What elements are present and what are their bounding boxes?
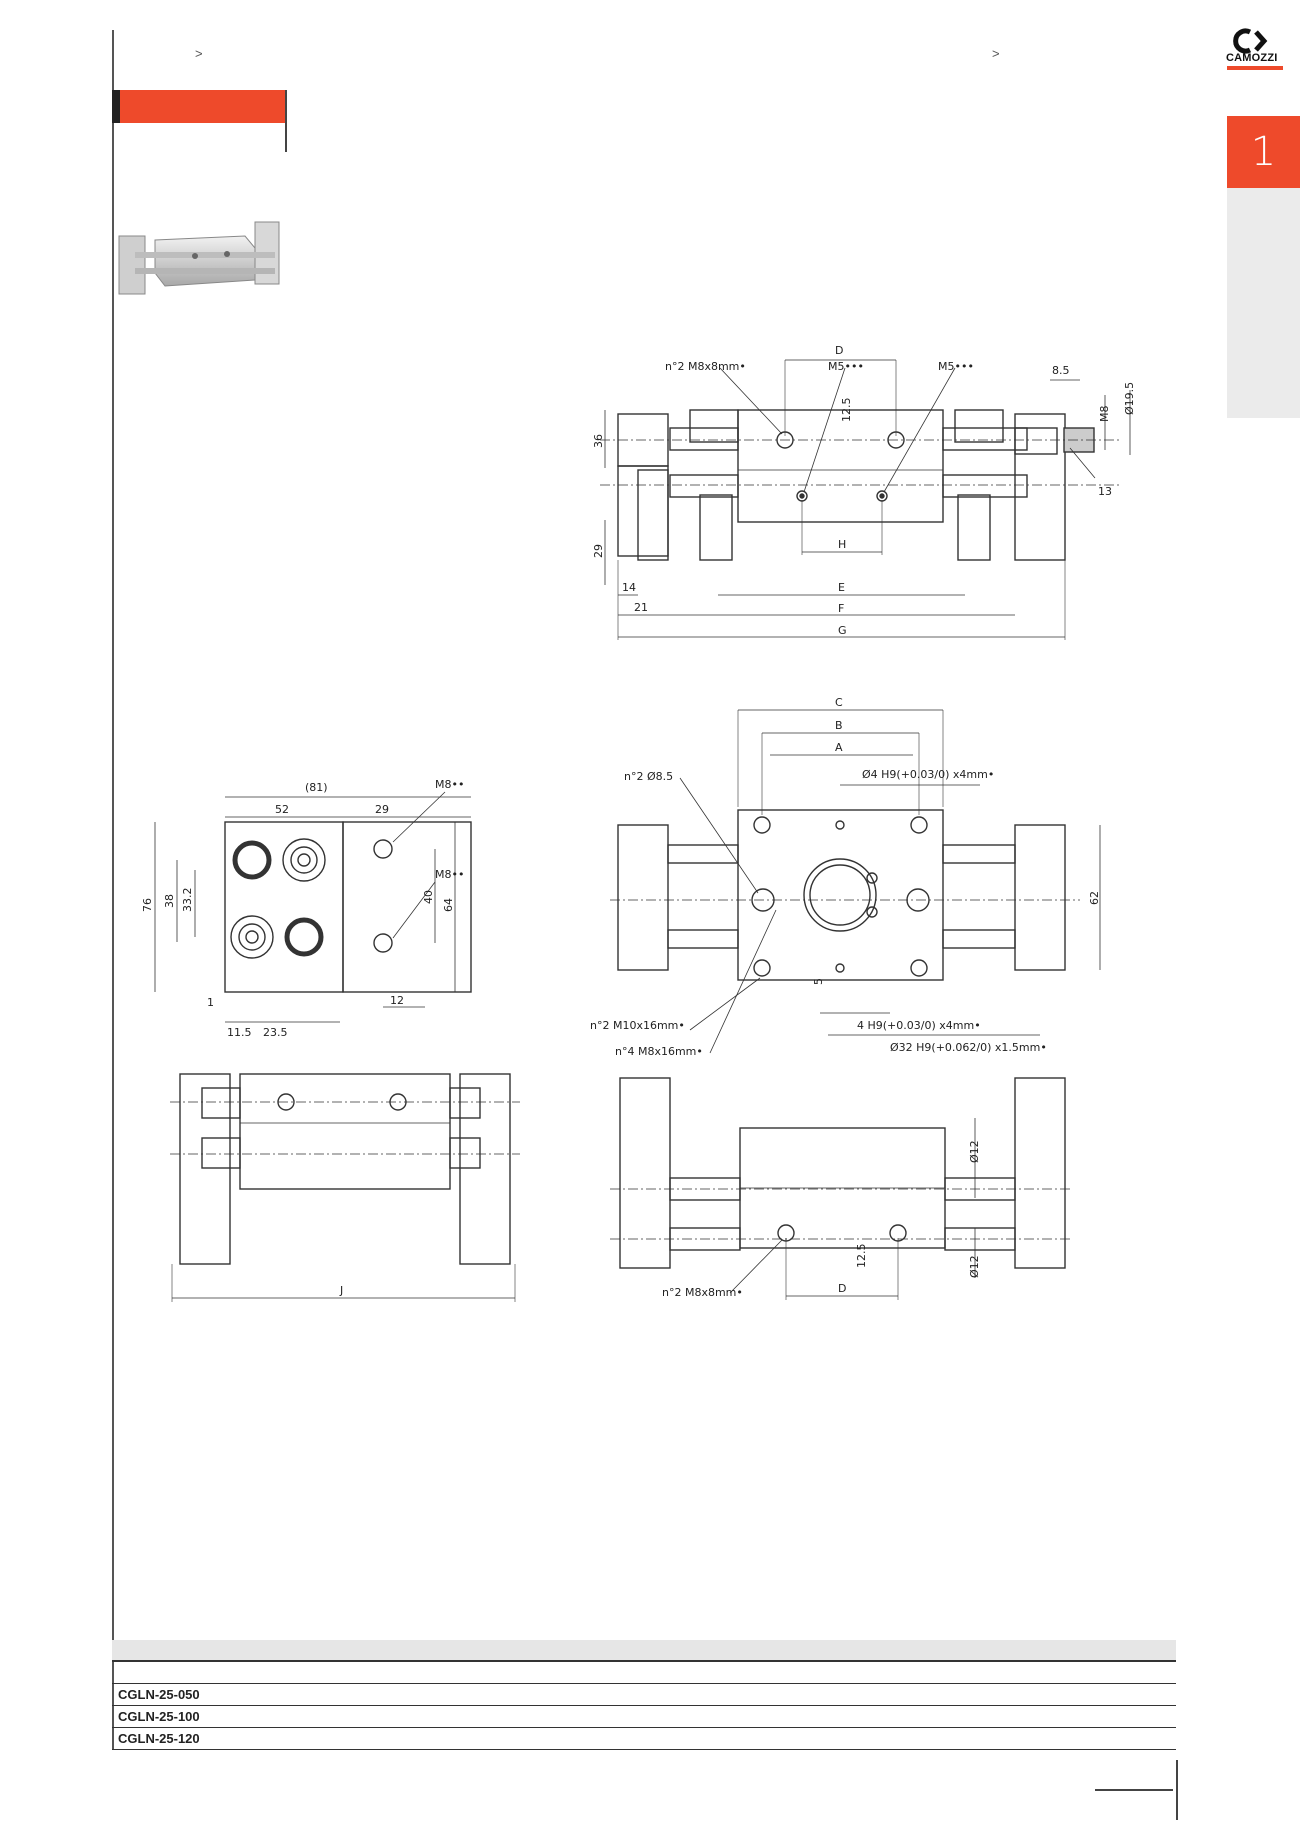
- dim-C: C: [835, 696, 843, 709]
- dim-d12-a: Ø12: [968, 1140, 981, 1163]
- note-m5-a: M5•••: [828, 360, 864, 373]
- dim-G: G: [838, 624, 847, 637]
- dim-J: J: [339, 1284, 343, 1297]
- dim-d19-5: Ø19.5: [1123, 382, 1136, 415]
- note-n4-m8: n°4 M8x16mm•: [615, 1045, 703, 1058]
- model-code: CGLN-25-050: [112, 1684, 1176, 1706]
- note-m5-b: M5•••: [938, 360, 974, 373]
- dim-A: A: [835, 741, 843, 754]
- dim-B: B: [835, 719, 843, 732]
- breadcrumb-right[interactable]: >: [992, 46, 1000, 61]
- footer-vertical-rule: [1176, 1760, 1178, 1820]
- note-n2-d8-5: n°2 Ø8.5: [624, 770, 673, 783]
- dim-H: H: [838, 538, 846, 551]
- footer-rule: [1095, 1789, 1173, 1791]
- note-n2-m8x8-top: n°2 M8x8mm•: [665, 360, 746, 373]
- table-header: [112, 1640, 1176, 1660]
- table-row[interactable]: CGLN-25-050: [112, 1684, 1176, 1706]
- dim-D-top: D: [835, 344, 843, 357]
- camozzi-logo-icon: [1227, 28, 1283, 70]
- dim-E: E: [838, 581, 845, 594]
- bottom-left-drawing: J: [170, 1073, 520, 1302]
- chapter-tab[interactable]: 1: [1227, 116, 1300, 188]
- breadcrumb-left[interactable]: >: [195, 46, 203, 61]
- note-n2-m8x8-bottom: n°2 M8x8mm•: [662, 1286, 743, 1299]
- dim-12-5-top: 12.5: [840, 398, 853, 423]
- top-view-drawing: D n°2 M8x8mm• M5••• M5••• 8.5 12.5 M8 Ø1…: [592, 344, 1136, 640]
- note-m8-b: M8••: [435, 868, 464, 881]
- dim-11-5: 11.5: [227, 1026, 252, 1039]
- note-m8-a: M8••: [435, 778, 464, 791]
- table-row[interactable]: CGLN-25-120: [112, 1727, 1176, 1750]
- dim-62: 62: [1088, 891, 1101, 905]
- dim-40: 40: [422, 890, 435, 904]
- note-d4-h9: Ø4 H9(+0.03/0) x4mm•: [862, 768, 994, 781]
- chapter-number: 1: [1250, 129, 1277, 175]
- dim-33-2: 33.2: [181, 888, 194, 913]
- dim-23-5: 23.5: [263, 1026, 288, 1039]
- title-bar: [112, 90, 286, 123]
- dim-14: 14: [622, 581, 636, 594]
- dim-21: 21: [634, 601, 648, 614]
- dim-29: 29: [592, 544, 605, 558]
- note-n2-m10: n°2 M10x16mm•: [590, 1019, 685, 1032]
- side-view-drawing: (81) 52 29 M8•• M8•• 76 38 33.2 40 64 1 …: [141, 778, 472, 1039]
- product-photo: [115, 218, 285, 296]
- dim-12-5-bottom: 12.5: [855, 1244, 868, 1269]
- left-margin-line: [112, 30, 114, 1750]
- dim-F: F: [838, 602, 844, 615]
- model-code: CGLN-25-120: [112, 1727, 1176, 1750]
- dim-76: 76: [141, 898, 154, 912]
- dim-12-side: 12: [390, 994, 404, 1007]
- bottom-right-drawing: Ø12 Ø12 12.5 D n°2 M8x8mm•: [610, 1077, 1070, 1300]
- note-d32-h9: Ø32 H9(+0.062/0) x1.5mm•: [890, 1041, 1047, 1054]
- title-bar-divider: [285, 90, 287, 152]
- dim-13: 13: [1098, 485, 1112, 498]
- dim-8-5: 8.5: [1052, 364, 1070, 377]
- dim-1: 1: [207, 996, 214, 1009]
- note-4-h9: 4 H9(+0.03/0) x4mm•: [857, 1019, 981, 1032]
- dim-81: (81): [305, 781, 328, 794]
- dim-m8: M8: [1098, 406, 1111, 423]
- dim-52: 52: [275, 803, 289, 816]
- camozzi-logo: CAMOZZI: [1226, 28, 1284, 76]
- table-header-divider: [112, 1660, 1176, 1662]
- model-code: CGLN-25-100: [112, 1705, 1176, 1728]
- dim-D-bottom: D: [838, 1282, 846, 1295]
- dim-d12-b: Ø12: [968, 1255, 981, 1278]
- dim-5: 5: [812, 978, 825, 985]
- front-view-drawing: C B A n°2 Ø8.5 Ø4 H9(+0.03/0) x4mm• 62 5…: [590, 696, 1101, 1058]
- dim-64: 64: [442, 898, 455, 912]
- logo-text: CAMOZZI: [1226, 52, 1278, 64]
- models-table: CGLN-25-050 CGLN-25-100 CGLN-25-120: [112, 1684, 1176, 1750]
- table-row[interactable]: CGLN-25-100: [112, 1705, 1176, 1728]
- dim-36: 36: [592, 434, 605, 448]
- dim-38: 38: [163, 894, 176, 908]
- table-subheader: [112, 1662, 1176, 1684]
- dim-29-side: 29: [375, 803, 389, 816]
